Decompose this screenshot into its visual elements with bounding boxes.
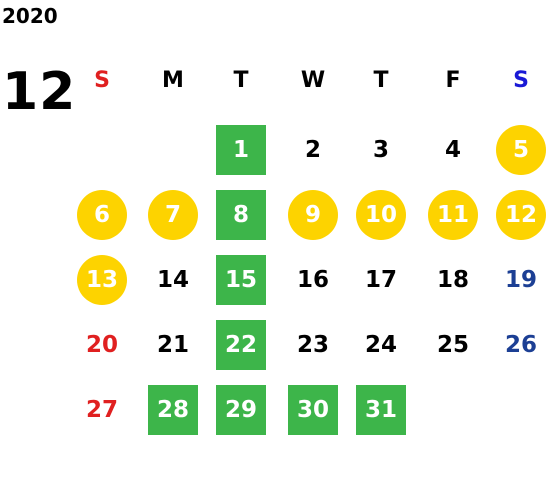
day-cell-4[interactable]: 4: [444, 136, 461, 163]
year-label: 2020: [2, 4, 58, 28]
day-cell-30[interactable]: 30: [288, 385, 338, 435]
day-cell-28[interactable]: 28: [148, 385, 198, 435]
day-cell-9[interactable]: 9: [288, 190, 338, 240]
day-cell-27[interactable]: 27: [85, 396, 118, 423]
day-cell-20[interactable]: 20: [85, 331, 118, 358]
day-cell-24[interactable]: 24: [364, 331, 397, 358]
weekday-wed-header: W: [300, 68, 326, 93]
weekday-mon-header: M: [162, 68, 184, 93]
day-cell-6[interactable]: 6: [77, 190, 127, 240]
day-cell-22[interactable]: 22: [216, 320, 266, 370]
day-cell-18[interactable]: 18: [436, 266, 469, 293]
day-cell-26[interactable]: 26: [504, 331, 537, 358]
weekday-sat-header: S: [513, 68, 529, 93]
weekday-tue-header: T: [233, 68, 249, 93]
day-cell-13[interactable]: 13: [77, 255, 127, 305]
day-cell-5[interactable]: 5: [496, 125, 546, 175]
day-cell-7[interactable]: 7: [148, 190, 198, 240]
day-cell-16[interactable]: 16: [296, 266, 329, 293]
day-cell-2[interactable]: 2: [304, 136, 321, 163]
day-cell-15[interactable]: 15: [216, 255, 266, 305]
day-cell-21[interactable]: 21: [156, 331, 189, 358]
day-cell-8[interactable]: 8: [216, 190, 266, 240]
day-cell-11[interactable]: 11: [428, 190, 478, 240]
day-cell-29[interactable]: 29: [216, 385, 266, 435]
day-cell-12[interactable]: 12: [496, 190, 546, 240]
day-cell-3[interactable]: 3: [372, 136, 389, 163]
day-cell-14[interactable]: 14: [156, 266, 189, 293]
month-number: 12: [2, 62, 77, 122]
day-cell-17[interactable]: 17: [364, 266, 397, 293]
day-cell-23[interactable]: 23: [296, 331, 329, 358]
weekday-fri-header: F: [445, 68, 461, 93]
weekday-sun-header: S: [94, 68, 110, 93]
weekday-thu-header: T: [373, 68, 389, 93]
day-cell-25[interactable]: 25: [436, 331, 469, 358]
day-cell-19[interactable]: 19: [504, 266, 537, 293]
day-cell-31[interactable]: 31: [356, 385, 406, 435]
day-cell-10[interactable]: 10: [356, 190, 406, 240]
day-cell-1[interactable]: 1: [216, 125, 266, 175]
